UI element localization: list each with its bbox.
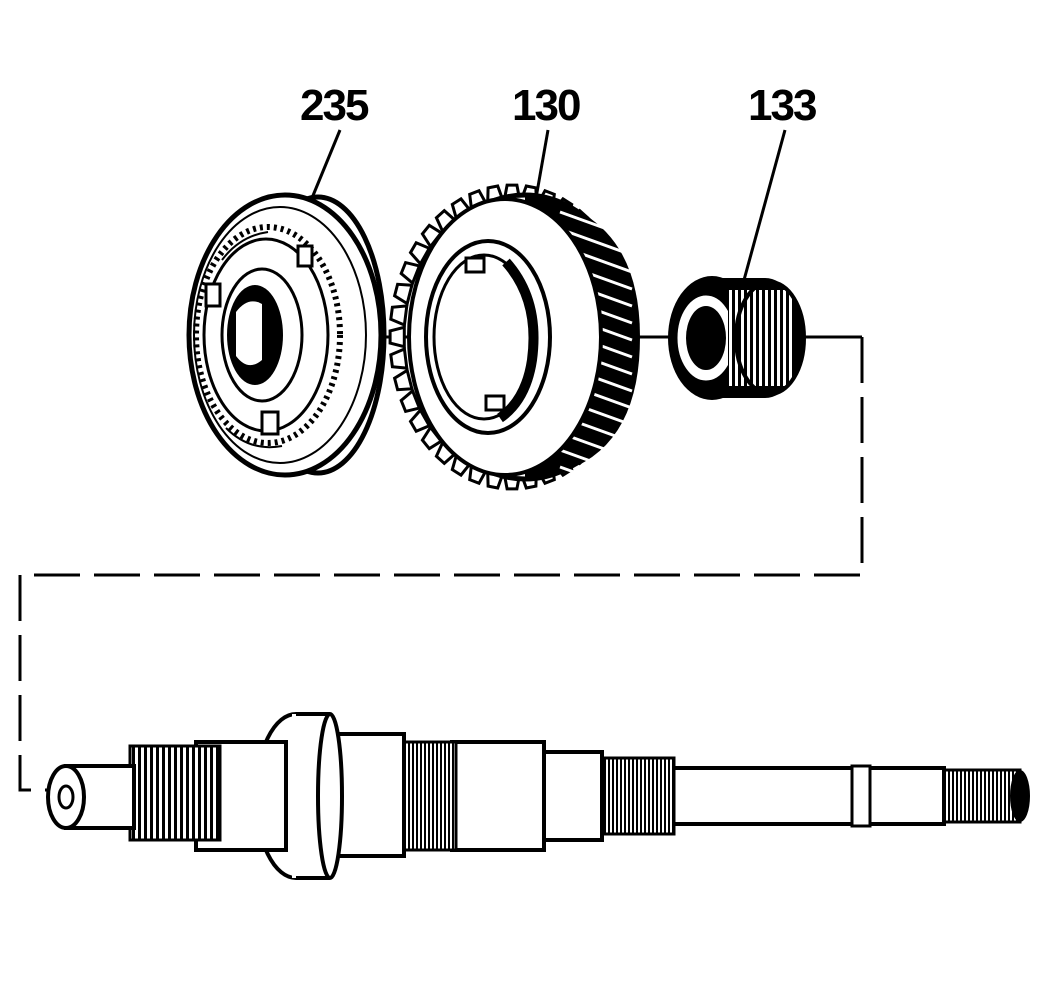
main-shaft: [46, 712, 1030, 880]
leader-line-133: [742, 129, 787, 281]
helical-gear: [388, 183, 640, 495]
synchronizer-assembly: [186, 192, 387, 478]
callout-133: 133: [748, 81, 817, 130]
leader-line-235: [310, 129, 342, 199]
assembly-path-dashed: [18, 337, 864, 792]
callout-235: 235: [300, 81, 369, 130]
callout-130: 130: [512, 81, 581, 130]
leader-line-130: [534, 129, 550, 199]
needle-bearing: [668, 276, 806, 400]
